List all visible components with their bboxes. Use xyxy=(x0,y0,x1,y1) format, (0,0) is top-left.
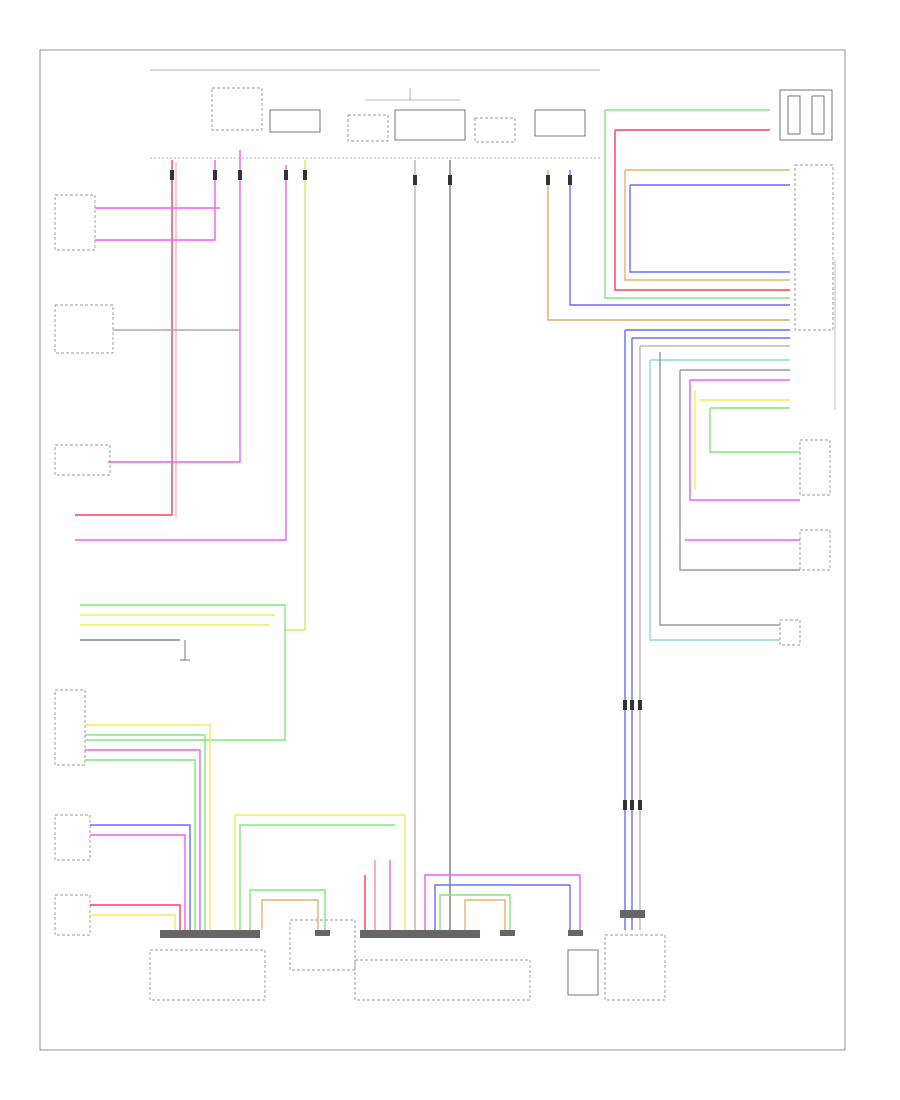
relay-box xyxy=(779,89,833,141)
power-header xyxy=(150,69,600,159)
bottom-components xyxy=(149,919,666,1001)
diagram-frame xyxy=(39,49,846,1051)
right-components xyxy=(779,164,836,646)
ground-icon xyxy=(180,640,190,661)
connector-icon xyxy=(160,170,645,938)
left-components xyxy=(54,194,114,936)
wires xyxy=(75,109,800,930)
